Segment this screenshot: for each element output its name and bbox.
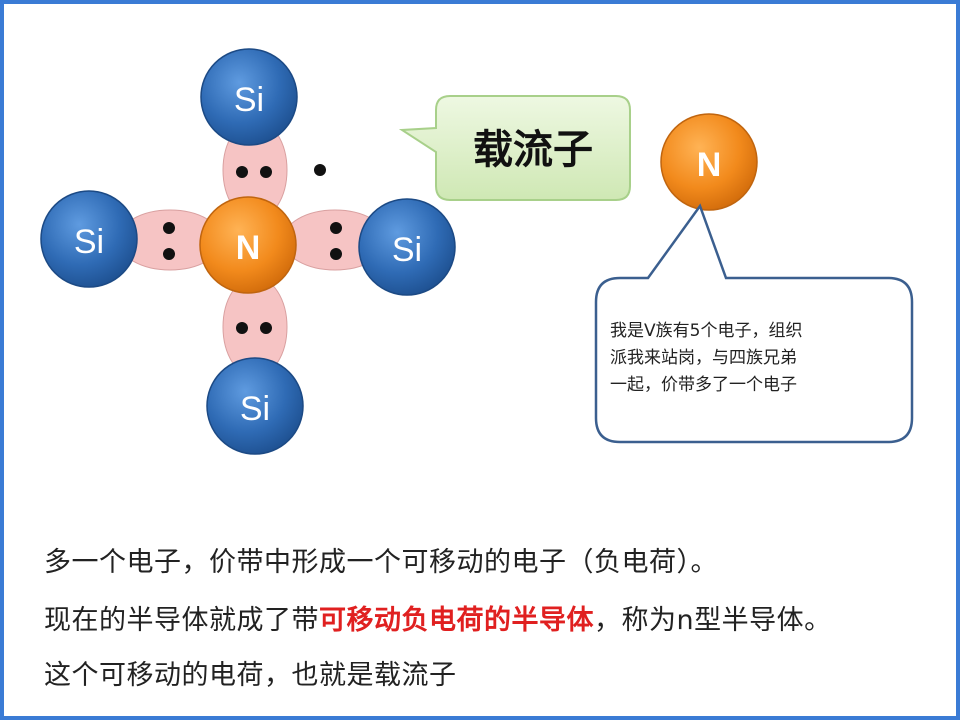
callout-line-3: 一起，价带多了一个电子 bbox=[610, 375, 797, 395]
carrier-callout: 载流子 bbox=[398, 95, 631, 201]
n-atom-standalone: N bbox=[660, 113, 758, 211]
svg-text:Si: Si bbox=[74, 223, 104, 261]
explanation-line-3: 这个可移动的电荷，也就是载流子 bbox=[44, 660, 457, 691]
svg-text:Si: Si bbox=[392, 231, 422, 269]
svg-text:N: N bbox=[697, 146, 722, 184]
explanation-line-2: 现在的半导体就成了带可移动负电荷的半导体，称为n型半导体。 bbox=[44, 598, 832, 637]
si-atom-left: Si bbox=[40, 190, 138, 288]
svg-text:载流子: 载流子 bbox=[473, 127, 593, 173]
callout-line-1: 我是V族有5个电子，组织 bbox=[610, 321, 803, 341]
n-atom-center: N bbox=[199, 196, 297, 294]
line2-highlight: 可移动负电荷的半导体 bbox=[319, 605, 594, 636]
si-atom-bottom: Si bbox=[206, 357, 304, 455]
speech-bubble-text: 我是V族有5个电子，组织 派我来站岗，与四族兄弟 一起，价带多了一个电子 bbox=[610, 318, 890, 399]
speech-bubble bbox=[594, 203, 914, 444]
svg-text:Si: Si bbox=[234, 81, 264, 119]
si-atom-right: Si bbox=[358, 198, 456, 296]
free-electron bbox=[314, 164, 326, 176]
explanation-line-1: 多一个电子，价带中形成一个可移动的电子（负电荷）。 bbox=[44, 547, 718, 578]
electron-dots bbox=[163, 166, 342, 334]
callout-line-2: 派我来站岗，与四族兄弟 bbox=[610, 348, 797, 368]
svg-text:Si: Si bbox=[240, 390, 270, 428]
line2-suffix: ，称为n型半导体。 bbox=[594, 605, 832, 636]
line2-prefix: 现在的半导体就成了带 bbox=[44, 605, 319, 636]
svg-text:N: N bbox=[236, 229, 261, 267]
si-atom-top: Si bbox=[200, 48, 298, 146]
